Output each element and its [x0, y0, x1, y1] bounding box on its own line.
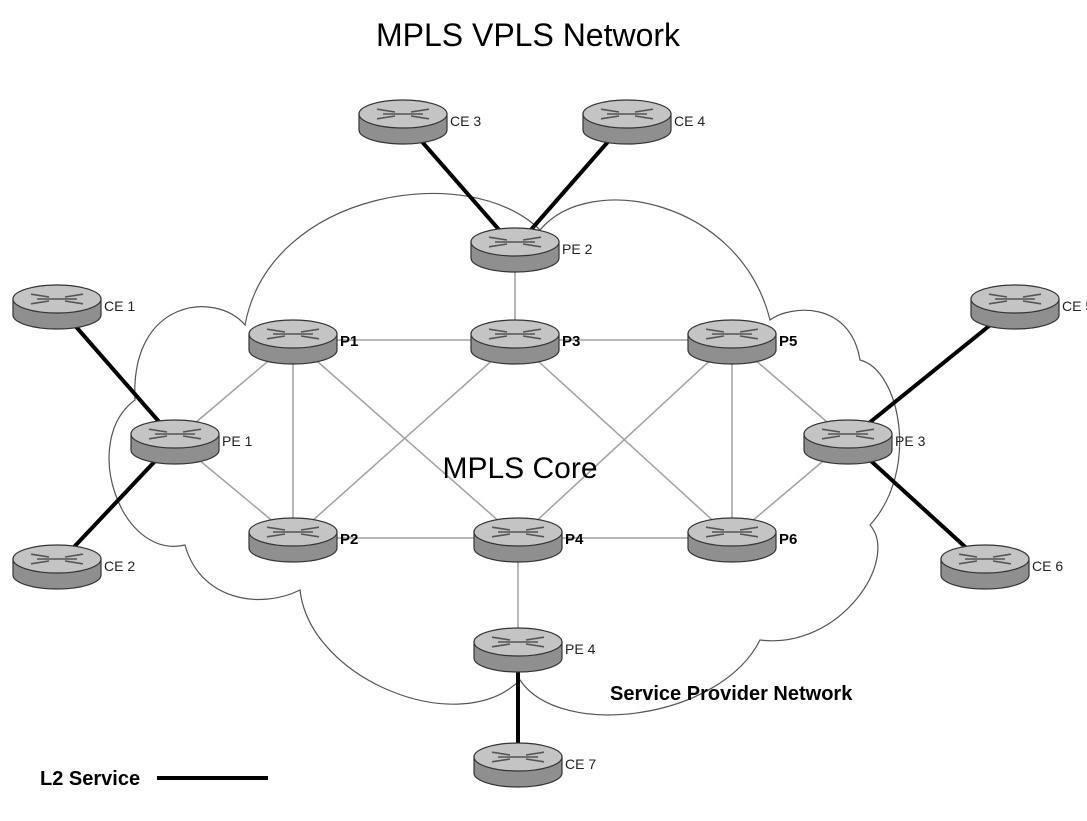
- service-provider-network-label: Service Provider Network: [610, 683, 853, 705]
- router-arrows-icon: [488, 328, 542, 340]
- legend-label: L2 Service: [40, 768, 140, 790]
- router-label: P6: [779, 531, 797, 548]
- router-p5[interactable]: P5: [687, 319, 797, 365]
- router-arrows-icon: [705, 526, 759, 538]
- router-p2[interactable]: P2: [248, 517, 358, 563]
- router-arrows-icon: [30, 553, 84, 565]
- router-ce1[interactable]: CE 1: [12, 284, 135, 330]
- router-ce5[interactable]: CE 5: [970, 284, 1087, 330]
- router-p4[interactable]: P4: [473, 517, 584, 563]
- router-label: CE 5: [1062, 298, 1087, 314]
- router-arrows-icon: [30, 293, 84, 305]
- router-label: CE 1: [104, 298, 135, 314]
- router-arrows-icon: [988, 293, 1042, 305]
- link-p3-p2: [292, 339, 516, 539]
- router-label: PE 3: [895, 433, 926, 449]
- router-arrows-icon: [600, 108, 654, 120]
- router-label: P5: [779, 333, 797, 350]
- router-arrows-icon: [148, 428, 202, 440]
- router-pe4[interactable]: PE 4: [473, 627, 596, 673]
- router-ce6[interactable]: CE 6: [940, 544, 1063, 590]
- router-label: P2: [340, 531, 358, 548]
- router-label: P4: [565, 531, 584, 548]
- link-ce5-pe3: [846, 303, 1017, 442]
- router-pe2[interactable]: PE 2: [470, 227, 593, 273]
- router-p1[interactable]: P1: [248, 319, 358, 365]
- router-label: CE 2: [104, 558, 135, 574]
- router-arrows-icon: [491, 751, 545, 763]
- link-p1-p4: [292, 339, 519, 539]
- router-p3[interactable]: P3: [470, 319, 580, 365]
- router-label: PE 2: [562, 241, 593, 257]
- router-label: P1: [340, 333, 358, 350]
- legend: L2 Service: [40, 768, 268, 790]
- router-ce4[interactable]: CE 4: [582, 99, 705, 145]
- router-arrows-icon: [376, 108, 430, 120]
- router-arrows-icon: [266, 328, 320, 340]
- router-arrows-icon: [491, 526, 545, 538]
- router-label: CE 3: [450, 113, 481, 129]
- router-label: CE 4: [674, 113, 705, 129]
- router-arrows-icon: [488, 236, 542, 248]
- router-label: P3: [562, 333, 580, 350]
- router-p6[interactable]: P6: [687, 517, 797, 563]
- router-label: PE 4: [565, 641, 596, 657]
- nodes-layer: CE 3 CE 4 PE 2 CE 1 P1 P3 P5 CE 5 PE 1 PE 3 P2 P4 P6…: [12, 99, 1087, 788]
- router-label: PE 1: [222, 433, 253, 449]
- router-label: CE 7: [565, 756, 596, 772]
- mpls-core-label: MPLS Core: [442, 452, 597, 485]
- router-ce7[interactable]: CE 7: [473, 742, 596, 788]
- link-p3-p6: [514, 339, 733, 539]
- router-arrows-icon: [705, 328, 759, 340]
- router-ce3[interactable]: CE 3: [358, 99, 481, 145]
- router-arrows-icon: [266, 526, 320, 538]
- link-p5-p4: [517, 339, 733, 539]
- router-arrows-icon: [821, 428, 875, 440]
- router-label: CE 6: [1032, 558, 1063, 574]
- router-arrows-icon: [491, 636, 545, 648]
- router-pe1[interactable]: PE 1: [130, 419, 253, 465]
- router-ce2[interactable]: CE 2: [12, 544, 135, 590]
- router-pe3[interactable]: PE 3: [803, 419, 926, 465]
- diagram-title: MPLS VPLS Network: [376, 17, 681, 53]
- router-arrows-icon: [958, 553, 1012, 565]
